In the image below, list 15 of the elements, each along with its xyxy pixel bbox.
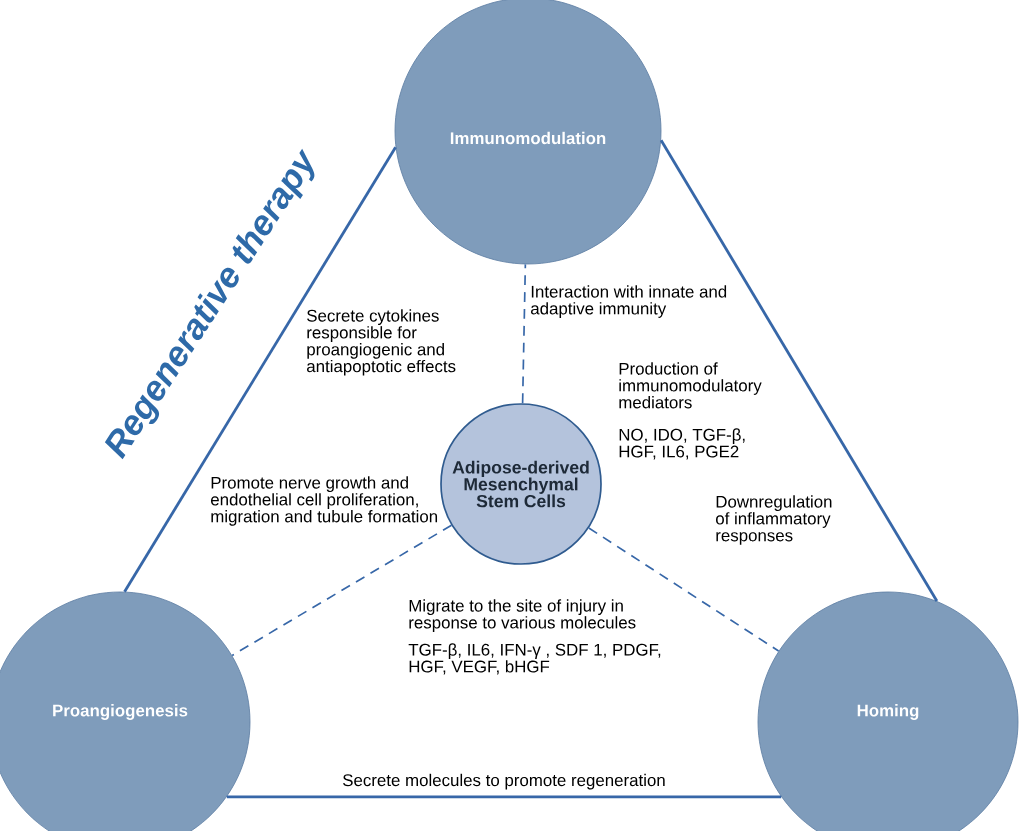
annotation-text: Production of immunomodulatory mediators [619,362,762,409]
annotation-text: Migrate to the site of injury in response to various molecules [409,599,636,632]
annotation-text: TGF-β, IL6, IFN-γ , SDF 1, PDGF, HGF, VEGF, bHGF [408,643,661,675]
connector-line [226,795,782,799]
annotation-text: Secrete cytokines responsible for proangiogenic and antiapoptotic effects [307,309,456,376]
connector-line [521,263,527,404]
edge-label: Secrete molecules to promote regeneration [340,772,668,791]
connector-line [231,524,453,657]
annotation-text: NO, IDO, TGF-β, HGF, IL6, PGE2 [619,428,745,460]
annotation-text: Interaction with innate and adaptive immunity [531,285,727,318]
annotation-text: Downregulation of inflammatory responses [716,495,832,545]
connector-line [588,527,780,652]
connector-line [659,139,939,602]
connector-line [123,146,397,593]
annotation-text: Promote nerve growth and endothelial cell proliferation, migration and tubule formation [211,476,437,526]
